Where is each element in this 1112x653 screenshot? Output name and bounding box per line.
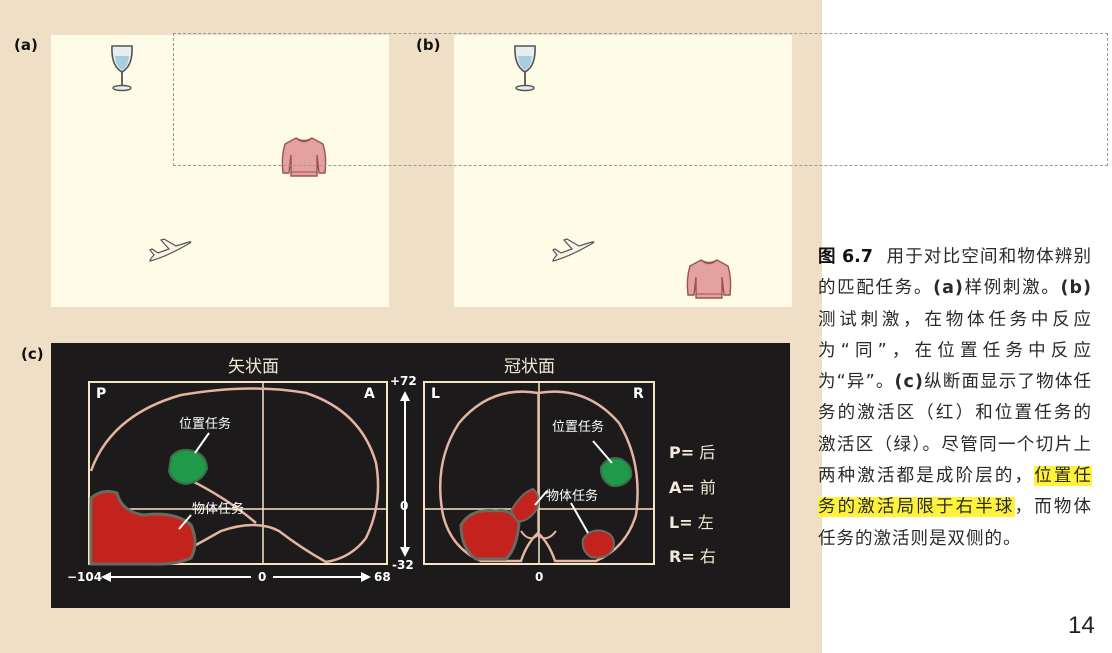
x-axis-left-label: −104: [67, 570, 103, 584]
coronal-location-task-label: 位置任务: [552, 420, 605, 435]
sagittal-object-task-label: 物体任务: [192, 502, 245, 517]
coronal-object-task-label: 物体任务: [546, 489, 599, 504]
wine-glass-icon: [111, 45, 133, 92]
axis-top-label: +72: [390, 374, 417, 388]
sagittal-anterior-letter: A: [364, 386, 375, 402]
panel-c-label: (c): [21, 345, 44, 363]
stimulus-panel-b: [454, 35, 792, 307]
sagittal-title: 矢状面: [228, 357, 279, 377]
panel-a-label: (a): [14, 36, 38, 54]
coronal-title: 冠状面: [504, 357, 555, 377]
brain-slices-graphic: [88, 381, 655, 582]
airplane-icon: [149, 238, 192, 262]
coronal-left-letter: L: [431, 386, 440, 402]
dotted-region-outline: [173, 33, 1108, 166]
sweater-icon: [686, 259, 732, 299]
sweater-icon: [281, 137, 327, 177]
page-number: 14: [1068, 612, 1095, 639]
coronal-x-mid-label: 0: [535, 570, 544, 584]
stimulus-panel-a: [51, 35, 389, 307]
figure-number: 图 6.7: [818, 247, 873, 267]
brain-activation-panel: 矢状面 冠状面 P A L R 位置任务 物体任务 位置任务 物体任务 +72 …: [51, 343, 790, 608]
airplane-icon: [552, 238, 595, 262]
wine-glass-icon: [514, 45, 536, 92]
sagittal-location-task-label: 位置任务: [179, 417, 232, 432]
axis-bottom-label: -32: [392, 558, 414, 572]
legend-row-a: A= 前: [669, 478, 716, 497]
x-axis-mid-label: 0: [258, 570, 267, 584]
panel-b-label: (b): [416, 36, 441, 54]
sagittal-posterior-letter: P: [96, 386, 107, 402]
legend-row-r: R= 右: [669, 547, 716, 566]
legend-row-p: P= 后: [669, 443, 716, 462]
x-axis-right-label: 68: [374, 570, 391, 584]
figure-caption: 图 6.7 用于对比空间和物体辨别的匹配任务。(a)样例刺激。(b)测试刺激，在…: [818, 247, 1093, 549]
legend-row-l: L= 左: [669, 513, 714, 532]
axis-mid-label: 0: [400, 499, 409, 513]
coronal-right-letter: R: [633, 386, 644, 402]
